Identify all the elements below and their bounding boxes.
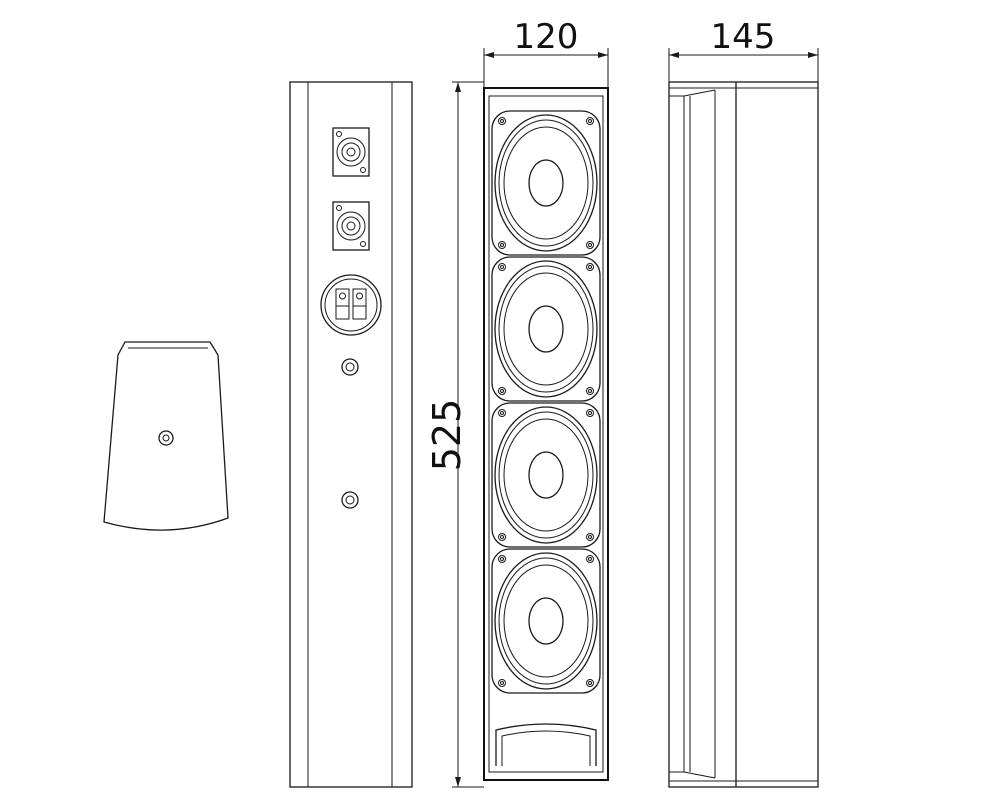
height-label: 525 [425,399,469,472]
woofer-driver-4 [491,548,601,694]
driver-mount-screw [498,409,506,417]
height-dimension: 525 [425,81,484,788]
driver-mount-screw [498,555,506,563]
driver-mount-screw [498,533,506,541]
bracket-screw-hole [158,430,174,446]
front-view: 120 [483,17,609,781]
driver-mount-screw [586,117,594,125]
front-width-dimension: 120 [483,17,609,88]
driver-mount-screw [586,533,594,541]
bass-port [495,723,597,766]
rear-view [289,81,413,788]
speakon-connector-2 [332,201,370,251]
driver-mount-screw [498,679,506,687]
rear-screw-hole-2 [341,491,359,509]
driver-mount-screw [586,387,594,395]
driver-mount-screw [498,241,506,249]
driver-mount-screw [498,117,506,125]
driver-mount-screw [498,387,506,395]
driver-mount-screw [586,555,594,563]
speakon-connector-1 [332,127,370,177]
woofer-driver-2 [491,256,601,402]
driver-mount-screw [586,409,594,417]
front-width-label: 120 [514,17,579,57]
driver-mount-screw [586,263,594,271]
woofer-driver-3 [491,402,601,548]
driver-mount-screw [498,263,506,271]
mounting-bracket [103,341,229,531]
side-depth-label: 145 [711,17,776,57]
rear-screw-hole-1 [341,358,359,376]
woofer-driver-1 [491,110,601,256]
side-view: 145 [668,17,819,788]
driver-mount-screw [586,241,594,249]
driver-mount-screw [586,679,594,687]
driver-stack [491,110,601,694]
side-depth-dimension: 145 [668,17,819,82]
binding-post-terminal [320,274,382,336]
